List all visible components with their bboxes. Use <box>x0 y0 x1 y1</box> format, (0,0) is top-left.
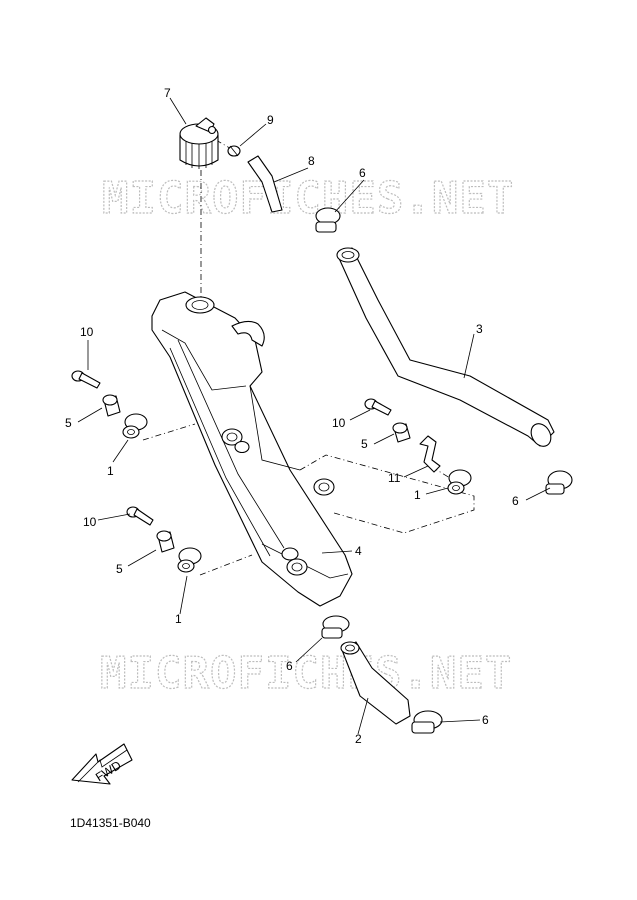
callout-5-lower: 5 <box>116 562 123 576</box>
bolt-icon <box>71 370 101 389</box>
callout-6-lower: 6 <box>286 659 293 673</box>
collar-icon <box>392 422 411 443</box>
leader-lines <box>77 97 551 735</box>
bolt-icon <box>364 398 392 416</box>
breather-hose-icon <box>247 155 283 213</box>
grommet-icon <box>122 413 148 439</box>
callout-6-bottom: 6 <box>482 713 489 727</box>
watermark-top: MICROFICHES.NET <box>102 173 514 224</box>
callout-6-right: 6 <box>512 494 519 508</box>
callout-10-upper: 10 <box>80 325 94 339</box>
grommet-icon <box>447 469 472 495</box>
collar-icon <box>102 394 121 417</box>
hose-clamp-icon <box>411 710 443 734</box>
callout-5-upper: 5 <box>65 416 72 430</box>
lower-mount-axis-line <box>199 554 253 576</box>
small-clamp-icon <box>227 145 241 157</box>
diagram-code: 1D41351-B040 <box>70 816 151 830</box>
callout-1-side: 1 <box>414 488 421 502</box>
collar-icon <box>156 530 175 553</box>
hose-clamp-icon <box>545 470 573 495</box>
upper-mount-axis-line <box>142 423 196 441</box>
callout-10-side: 10 <box>332 416 346 430</box>
hose-clamp-icon <box>321 615 350 639</box>
callout-6-top: 6 <box>359 166 366 180</box>
callout-1-lower: 1 <box>175 612 182 626</box>
bolt-icon <box>126 506 154 526</box>
hose-2-icon <box>340 641 411 725</box>
callout-2: 2 <box>355 732 362 746</box>
hose-clamp-icon <box>315 207 341 233</box>
callout-11: 11 <box>388 471 401 485</box>
watermark-bottom: MICROFICHES.NET <box>100 648 512 699</box>
radiator-tank-icon <box>151 291 353 607</box>
callout-3: 3 <box>476 322 483 336</box>
radiator-cap-icon <box>179 117 219 169</box>
fwd-arrow-icon: FWD <box>71 743 133 785</box>
callout-8: 8 <box>308 154 315 168</box>
callout-7: 7 <box>164 86 171 100</box>
wire-clip-icon <box>419 435 441 473</box>
callout-1-upper: 1 <box>107 464 114 478</box>
callout-5-side: 5 <box>361 437 368 451</box>
callout-4: 4 <box>355 544 362 558</box>
callout-10-lower: 10 <box>83 515 97 529</box>
hose-3-icon <box>336 247 555 447</box>
callout-9: 9 <box>267 113 274 127</box>
grommet-icon <box>177 547 202 573</box>
